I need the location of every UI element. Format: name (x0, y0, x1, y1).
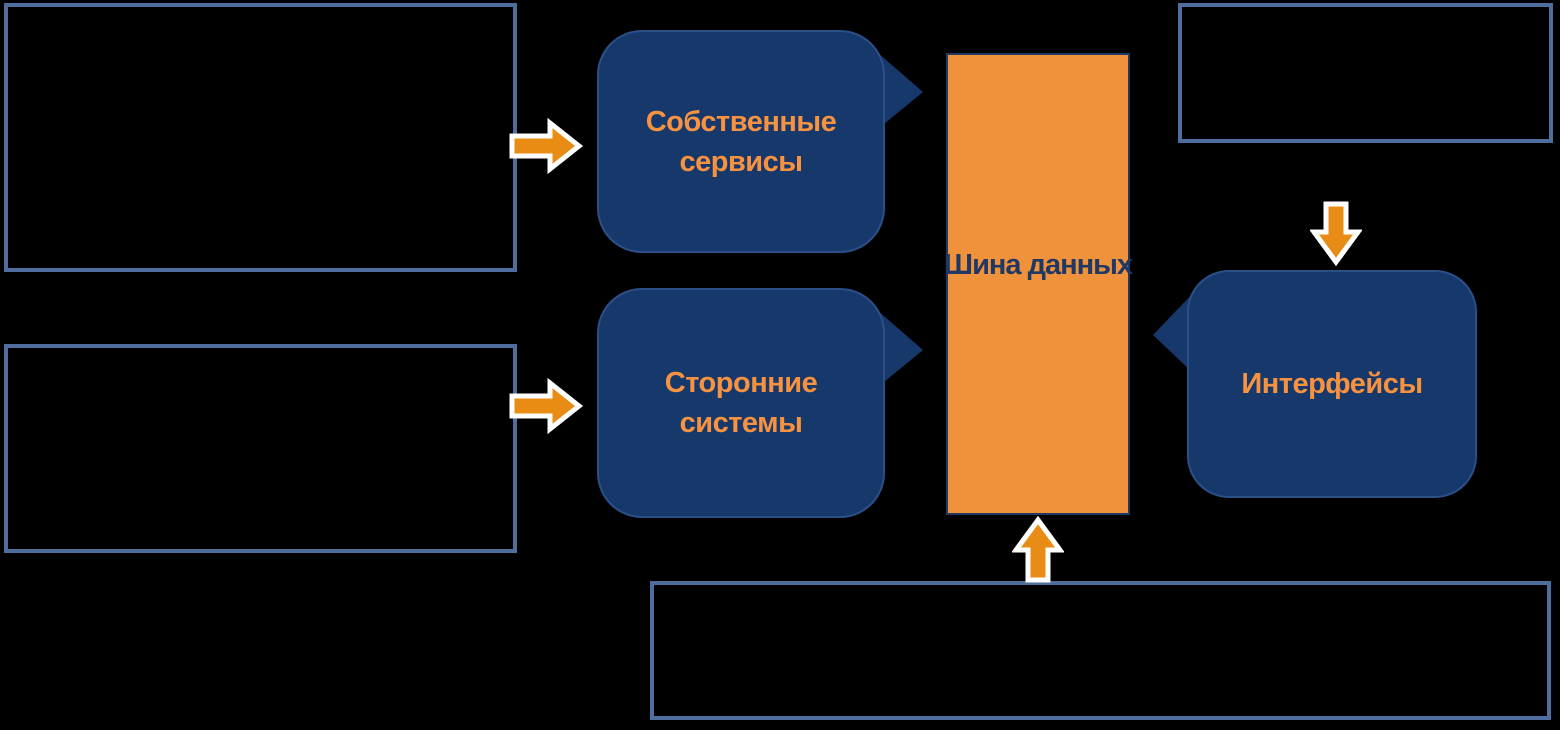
empty-box-top-right (1178, 3, 1553, 143)
data-bus-column: Шина данных (944, 53, 1133, 515)
third-party-label: Сторонние системы (664, 363, 818, 443)
arrow-right-icon (509, 378, 584, 434)
arrow-right-icon (509, 118, 584, 174)
arrow-down-icon (1310, 201, 1362, 266)
empty-box-bottom (650, 581, 1551, 720)
arrow-up-icon (1012, 516, 1064, 583)
third-party-label-line1: Сторонние (664, 367, 818, 399)
empty-box-middle-left (4, 344, 517, 553)
data-bus-label: Шина данных (943, 249, 1133, 281)
third-party-label-line2: системы (679, 407, 803, 439)
interfaces-label: Интерфейсы (1241, 368, 1423, 400)
own-services-label-line2: сервисы (679, 145, 803, 178)
own-services-label: Собственные сервисы (646, 102, 837, 182)
empty-box-top-left (4, 3, 517, 272)
bubble-interfaces: Интерфейсы (1187, 270, 1477, 498)
bubble-third-party-systems: Сторонние системы (597, 288, 885, 518)
own-services-label-line1: Собственные (645, 105, 837, 138)
bubble-own-services: Собственные сервисы (597, 30, 885, 253)
